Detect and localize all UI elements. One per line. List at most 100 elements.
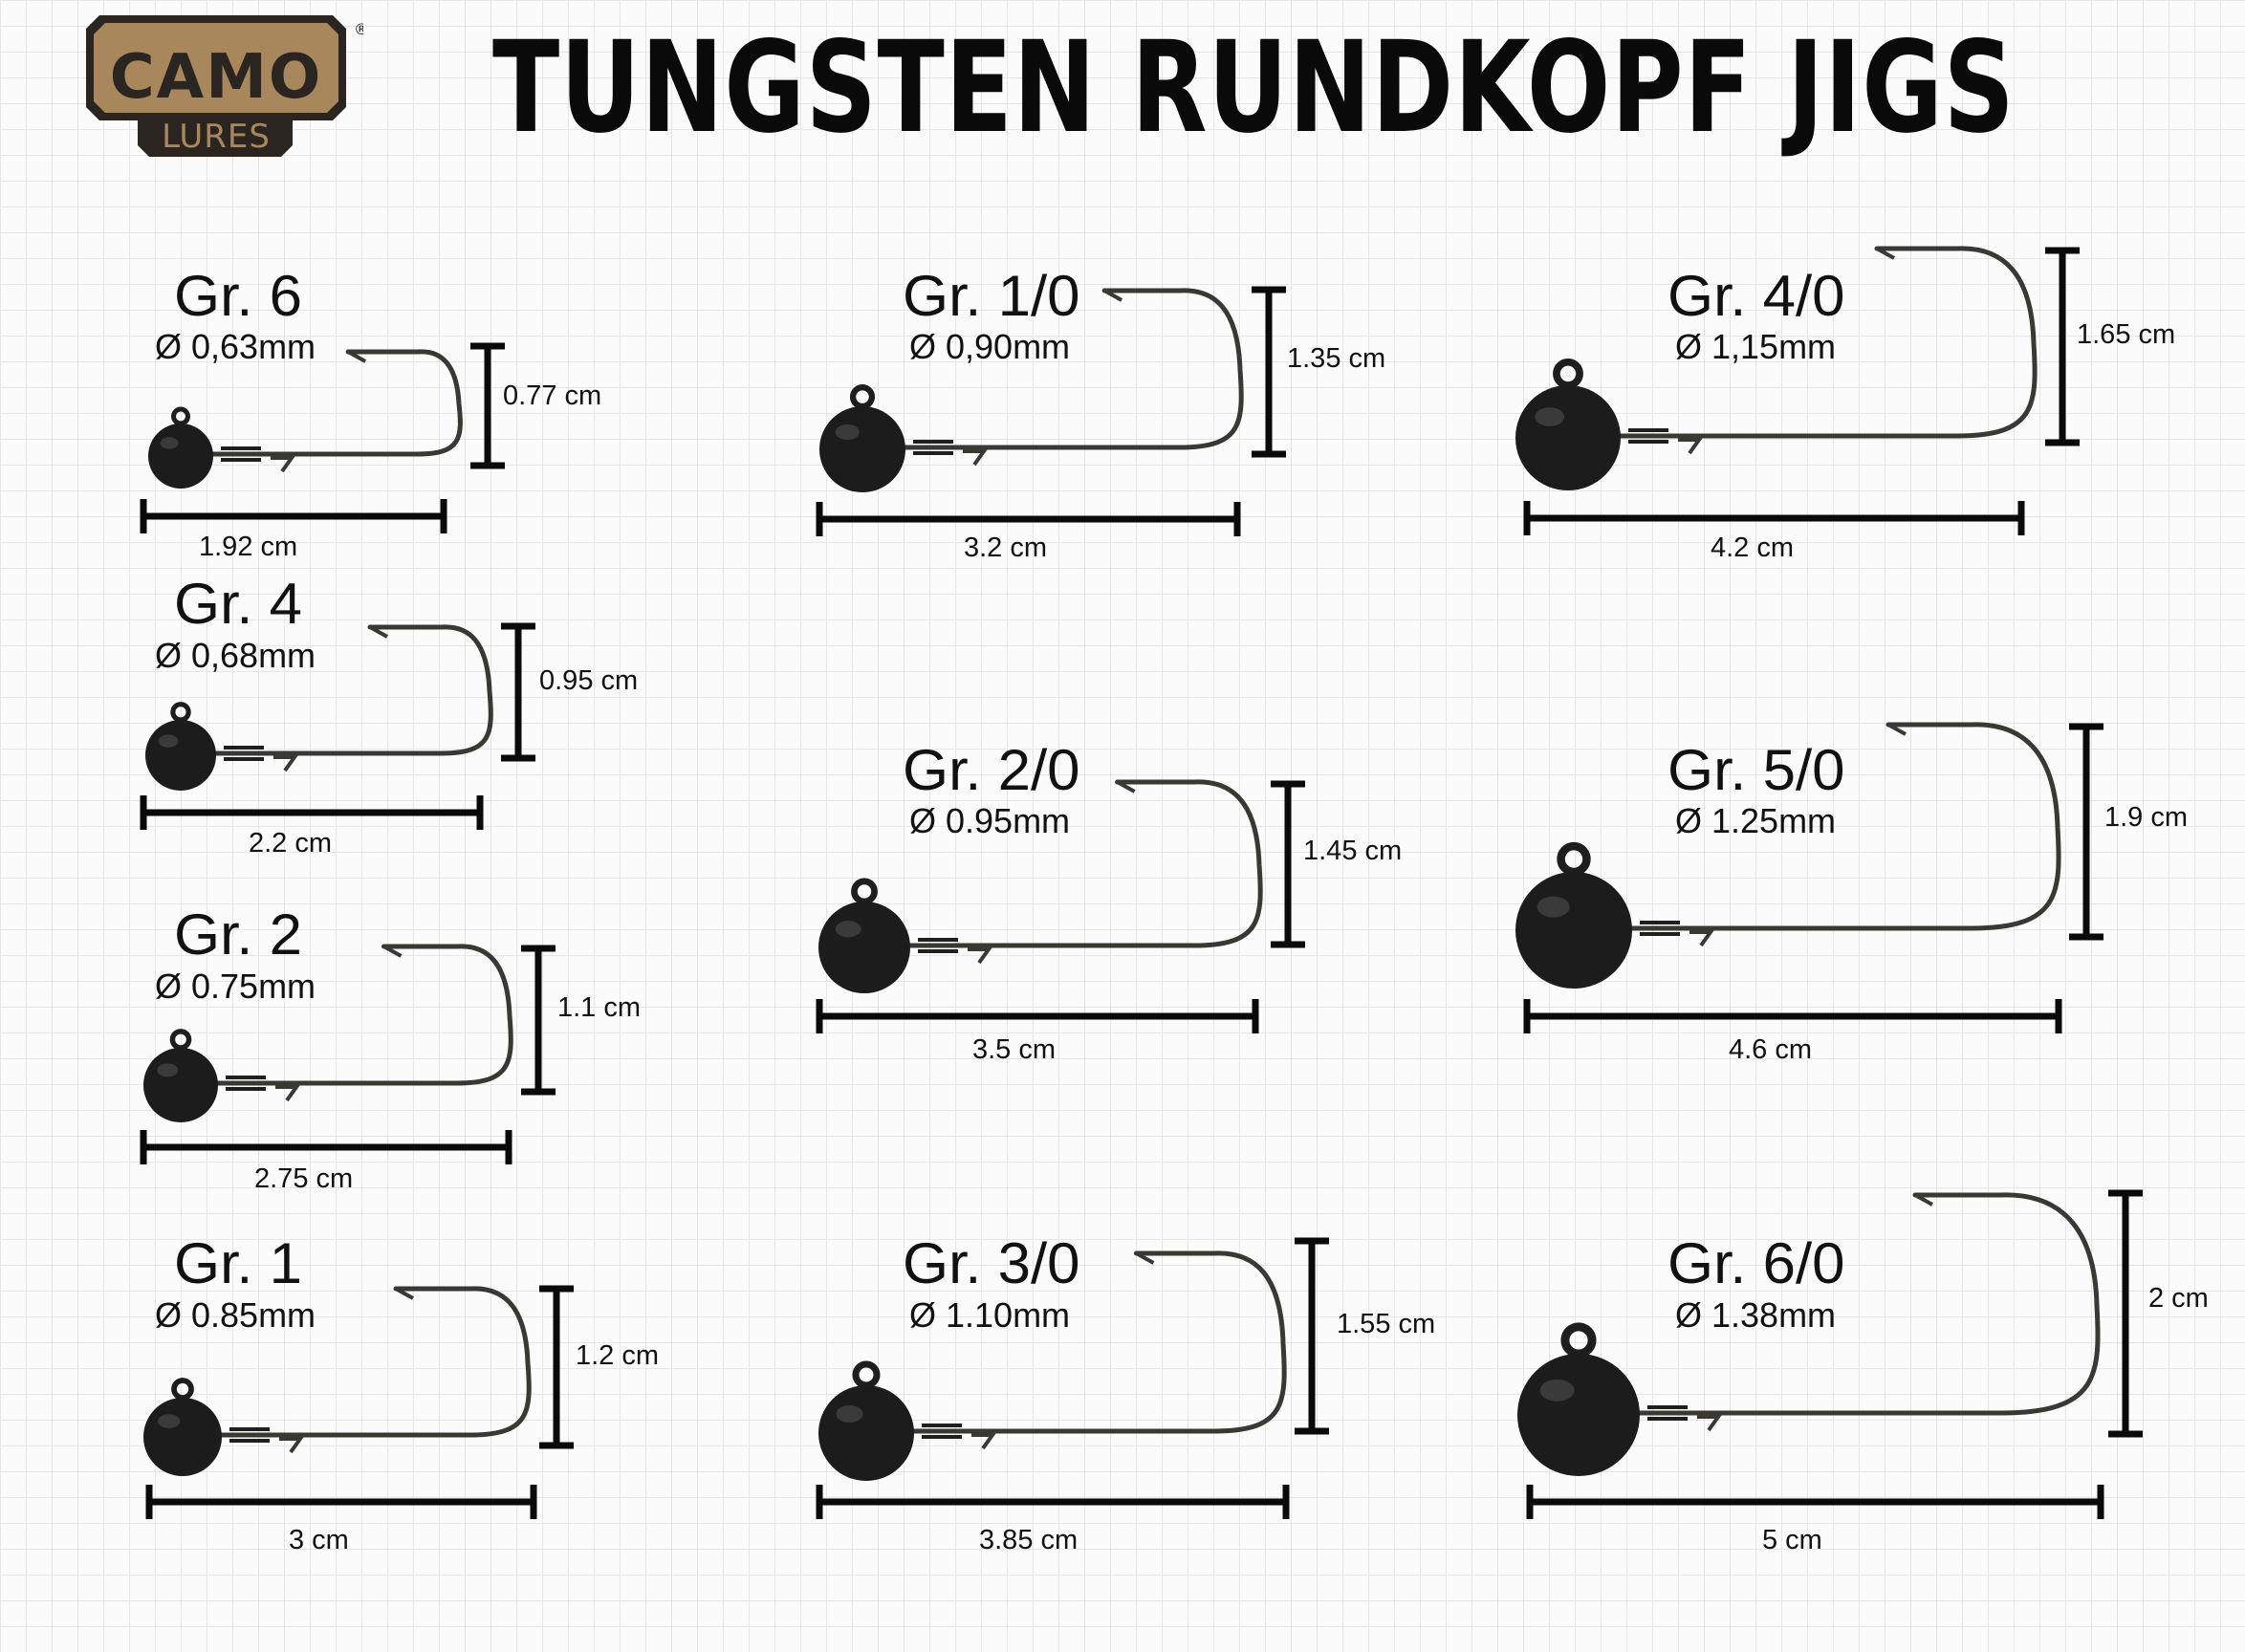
hook-barb <box>369 625 388 639</box>
hook-barb <box>1103 289 1123 302</box>
hook-wire <box>861 779 1263 948</box>
length-dimension-bar <box>816 1485 1290 1519</box>
height-dimension-label: 0.77 cm <box>503 380 602 411</box>
jig-head <box>1517 1354 1640 1476</box>
length-dimension-bar <box>140 795 484 830</box>
jig-diameter-label: Ø 1,15mm <box>1675 327 1837 366</box>
height-dimension-bar <box>2045 247 2080 446</box>
jig-diameter-label: Ø 0.75mm <box>155 967 316 1006</box>
shank-wrap <box>913 440 953 455</box>
line-eye <box>171 406 190 426</box>
hook-barb <box>382 945 403 958</box>
jig-grade-label: Gr. 1/0 <box>903 264 1080 328</box>
jig-diameter-label: Ø 1.38mm <box>1675 1295 1837 1335</box>
keeper-barb <box>1689 930 1714 947</box>
hook-barb <box>347 350 367 363</box>
height-dimension-bar <box>1295 1237 1329 1435</box>
hook-barb <box>395 1287 414 1300</box>
shank-wrap <box>1628 428 1668 444</box>
height-dimension-bar <box>501 622 535 762</box>
height-dimension-bar <box>1252 286 1286 458</box>
hook-wire <box>1565 246 2038 439</box>
shank-wrap <box>918 938 958 953</box>
keeper-barb <box>963 449 988 467</box>
length-dimension-label: 3.5 cm <box>972 1034 1057 1065</box>
length-dimension-label: 1.92 cm <box>199 532 298 562</box>
jig-grade-label: Gr. 3/0 <box>903 1231 1080 1295</box>
jig-head-highlight <box>158 1414 181 1428</box>
camo-lures-logo: CAMO LURES ® <box>86 15 369 159</box>
jig-diameter-label: Ø 0.95mm <box>909 801 1071 840</box>
keeper-barb <box>273 755 298 772</box>
jig-diameter-label: Ø 0.85mm <box>155 1295 316 1335</box>
jig-grade-label: Gr. 4 <box>174 572 302 636</box>
height-dimension-label: 2 cm <box>2148 1283 2209 1314</box>
keeper-barb <box>271 456 295 473</box>
length-dimension-bar <box>140 1130 512 1164</box>
height-dimension-label: 1.55 cm <box>1337 1309 1436 1339</box>
jig-head-highlight <box>158 734 179 748</box>
height-dimension-bar <box>539 1285 574 1449</box>
jig-head-highlight <box>1537 896 1570 918</box>
jig-grade-label: Gr. 6 <box>174 264 302 328</box>
shank-wrap <box>922 1424 962 1439</box>
jig-diameter-label: Ø 0,90mm <box>909 327 1071 366</box>
length-dimension-label: 2.2 cm <box>249 828 333 859</box>
length-dimension-label: 5 cm <box>1762 1525 1822 1555</box>
height-dimension-label: 1.1 cm <box>557 992 642 1023</box>
height-dimension-label: 1.9 cm <box>2104 802 2189 833</box>
jig-diameter-label: Ø 0,63mm <box>155 327 316 366</box>
length-dimension-label: 4.6 cm <box>1729 1034 1813 1065</box>
length-dimension-label: 3 cm <box>289 1525 349 1555</box>
jig-head-highlight <box>1539 1379 1575 1402</box>
hook-wire <box>1576 1192 2101 1416</box>
line-eye <box>1560 1322 1597 1359</box>
height-dimension-bar <box>2108 1189 2143 1438</box>
hook-wire <box>860 288 1244 450</box>
jig-head-highlight <box>157 1063 179 1077</box>
jig-head-highlight <box>836 1405 863 1423</box>
jig-diameter-label: Ø 1.10mm <box>909 1295 1071 1335</box>
shank-wrap <box>1647 1405 1688 1421</box>
keeper-barb <box>1678 438 1703 455</box>
height-dimension-bar <box>470 342 505 469</box>
jig-diameter-label: Ø 0,68mm <box>155 636 316 675</box>
keeper-barb <box>1697 1415 1722 1432</box>
hook-barb <box>1135 1251 1155 1265</box>
jig-grade-label: Gr. 2 <box>174 902 302 967</box>
height-dimension-bar <box>521 945 556 1096</box>
height-dimension-label: 1.65 cm <box>2077 319 2176 350</box>
height-dimension-label: 1.45 cm <box>1303 836 1403 866</box>
hook-wire <box>863 1250 1287 1434</box>
height-dimension-label: 1.2 cm <box>576 1340 660 1371</box>
shank-wrap <box>226 1076 266 1091</box>
height-dimension-label: 0.95 cm <box>539 665 639 696</box>
length-dimension-bar <box>1526 1485 2104 1519</box>
length-dimension-bar <box>1523 999 2062 1033</box>
hook-barb <box>1116 780 1136 793</box>
jig-grade-label: Gr. 1 <box>174 1231 302 1295</box>
jig-grade-label: Gr. 4/0 <box>1667 264 1845 328</box>
hook-barb <box>1887 723 1907 736</box>
shank-wrap <box>221 446 261 462</box>
keeper-barb <box>971 1433 996 1450</box>
hook-wire <box>178 624 493 756</box>
jig-head-highlight <box>835 424 860 441</box>
length-dimension-bar <box>140 499 447 533</box>
length-dimension-label: 2.75 cm <box>254 1163 354 1194</box>
jig-head-highlight <box>835 921 861 938</box>
jig-grade-label: Gr. 6/0 <box>1667 1231 1845 1295</box>
shank-wrap <box>224 746 264 761</box>
hook-barb <box>1914 1193 1933 1206</box>
keeper-barb <box>275 1085 300 1102</box>
jig-grade-label: Gr. 2/0 <box>903 738 1080 802</box>
